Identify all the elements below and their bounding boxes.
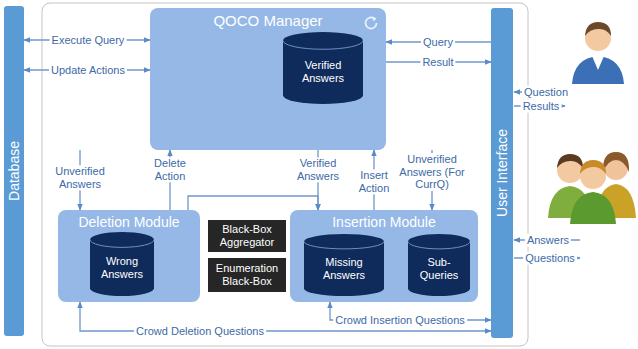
edge-label: Result	[420, 56, 455, 69]
module-box: Insertion ModuleMissing Answers Sub-Queri…	[290, 210, 478, 302]
black-box: Black-Box Aggregator	[208, 220, 286, 252]
flow-arrow	[188, 196, 318, 210]
flow-label: Questions	[523, 252, 577, 265]
node-text: Missing Answers	[307, 256, 381, 282]
expert-person	[572, 22, 624, 84]
interface-band: User Interface	[491, 8, 513, 338]
edge-label: Crowd Deletion Questions	[134, 325, 266, 338]
answer-store: Missing Answers	[304, 234, 384, 296]
node-text: Black-Box Aggregator	[211, 223, 283, 249]
answer-store: Verified Answers	[283, 32, 363, 104]
edge-label: Verified Answers	[289, 157, 347, 182]
edge-label: Update Actions	[49, 64, 127, 77]
answer-store: Wrong Answers	[90, 232, 154, 296]
refresh-icon	[362, 14, 380, 32]
system-frame	[42, 3, 528, 346]
edge-label: Unverified Answers	[48, 165, 112, 190]
query-store: Sub-Queries	[408, 234, 470, 296]
edge-label: Unverified Answers (For CurrQ)	[394, 153, 470, 191]
node-text: Enumeration Black-Box	[211, 262, 283, 288]
flow-label: Question	[522, 86, 570, 99]
manager-box: QOCO ManagerVerified Answers	[150, 8, 386, 150]
edge-label: Query	[421, 36, 455, 49]
node-text: Wrong Answers	[93, 255, 151, 281]
flow-label: Results	[521, 100, 562, 113]
node-text: User Interface	[494, 129, 510, 217]
node-text: Database	[6, 141, 22, 201]
edge-label: Insert Action	[351, 169, 397, 194]
box-title: QOCO Manager	[150, 8, 386, 29]
edge-label: Delete Action	[144, 157, 196, 182]
box-title: Insertion Module	[290, 210, 478, 230]
crowd-people	[548, 152, 636, 224]
black-box: Enumeration Black-Box	[208, 258, 286, 292]
edge-label: Crowd Insertion Questions	[333, 314, 467, 327]
node-text: Verified Answers	[286, 59, 360, 85]
module-box: Deletion ModuleWrong Answers	[58, 210, 200, 302]
node-text: Sub-Queries	[411, 256, 467, 282]
edge-label: Execute Query	[50, 34, 127, 47]
box-title: Deletion Module	[58, 210, 200, 230]
flow-label: Answers	[525, 234, 571, 247]
database-band: Database	[4, 6, 24, 336]
